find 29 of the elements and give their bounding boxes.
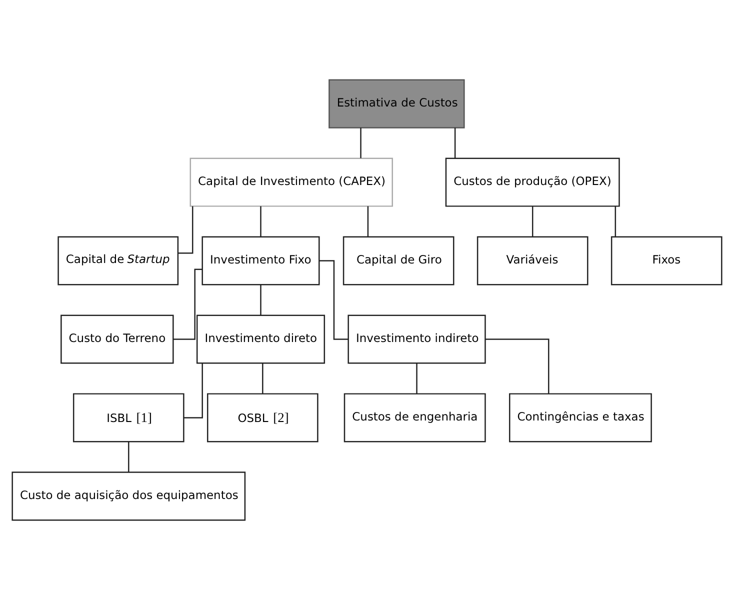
connector bbox=[614, 206, 616, 237]
connector bbox=[184, 363, 203, 418]
node-box: Investimento direto bbox=[196, 314, 326, 364]
connector bbox=[532, 206, 534, 237]
node-box: Custo do Terreno bbox=[60, 314, 174, 364]
node-box: Custos de produção (OPEX) bbox=[445, 158, 620, 207]
connector bbox=[416, 363, 418, 394]
connector bbox=[360, 128, 362, 158]
connector bbox=[128, 442, 130, 472]
node-box: Investimento indireto bbox=[348, 314, 486, 364]
node-box: Capital de Startup bbox=[58, 236, 179, 286]
connector bbox=[367, 206, 369, 237]
node-box: Variáveis bbox=[476, 236, 588, 286]
node-box: Investimento Fixo bbox=[202, 236, 320, 286]
node-box: Custo de aquisição dos equipamentos bbox=[12, 472, 246, 521]
connector bbox=[173, 268, 202, 340]
node-box: Contingências e taxas bbox=[509, 393, 652, 442]
node-box: Custos de engenharia bbox=[344, 393, 486, 442]
node-box: Estimativa de Custos bbox=[328, 79, 465, 128]
node-box: OSBL [2] bbox=[207, 393, 318, 442]
connector bbox=[262, 363, 264, 394]
node-box: Capital de Giro bbox=[342, 236, 454, 286]
connector bbox=[260, 206, 262, 237]
connector bbox=[454, 128, 456, 158]
connector bbox=[260, 284, 262, 316]
node-box: Fixos bbox=[610, 236, 722, 286]
node-box: Capital de Investimento (CAPEX) bbox=[190, 158, 393, 207]
connector bbox=[485, 338, 550, 394]
node-box: ISBL [1] bbox=[72, 393, 184, 442]
